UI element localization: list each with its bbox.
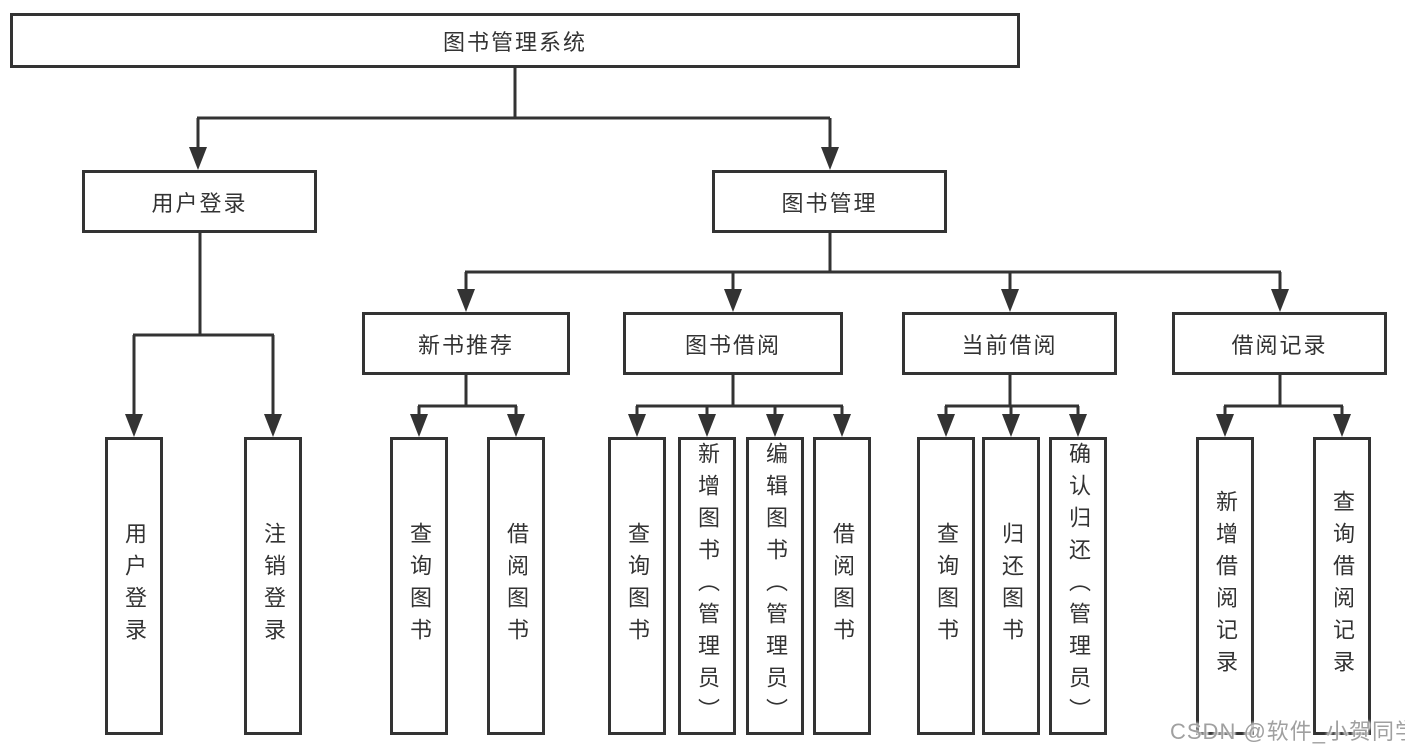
leaf-borrow-books-borrowing: 借阅图书 bbox=[813, 437, 871, 735]
node-label: 查询图书 bbox=[407, 522, 432, 650]
node-label: 查询图书 bbox=[625, 522, 650, 650]
leaf-query-books-current: 查询图书 bbox=[917, 437, 975, 735]
node-label: 查询借阅记录 bbox=[1330, 490, 1355, 682]
leaf-add-borrow-record: 新增借阅记录 bbox=[1196, 437, 1254, 735]
leaf-query-books-borrowing: 查询图书 bbox=[608, 437, 666, 735]
arrowheads bbox=[125, 147, 1351, 437]
node-book-borrowing: 图书借阅 bbox=[623, 312, 843, 375]
leaf-add-books-admin: 新增图书（管理员） bbox=[678, 437, 736, 735]
connector-current-borrowing-branch bbox=[944, 373, 1080, 419]
connector-root-branch bbox=[196, 66, 832, 152]
node-label: 借阅图书 bbox=[830, 522, 855, 650]
node-label: 借阅记录 bbox=[1231, 332, 1328, 358]
node-borrowing-records: 借阅记录 bbox=[1172, 312, 1387, 375]
connector-book-management-branch bbox=[464, 231, 1282, 294]
leaf-edit-books-admin: 编辑图书（管理员） bbox=[746, 437, 804, 735]
node-label: 图书借阅 bbox=[684, 332, 781, 358]
node-label: 当前借阅 bbox=[961, 332, 1058, 358]
leaf-borrow-books-recommend: 借阅图书 bbox=[487, 437, 545, 735]
leaf-query-books-recommend: 查询图书 bbox=[390, 437, 448, 735]
connector-book-borrowing-branch bbox=[635, 373, 844, 419]
node-current-borrowing: 当前借阅 bbox=[902, 312, 1117, 375]
csdn-watermark: CSDN @软件_小贺同学 bbox=[1170, 719, 1405, 744]
leaf-return-books: 归还图书 bbox=[982, 437, 1040, 735]
node-label: 归还图书 bbox=[999, 522, 1024, 650]
node-label: 借阅图书 bbox=[504, 522, 529, 650]
node-label: 新书推荐 bbox=[417, 332, 514, 358]
leaf-confirm-return-admin: 确认归还（管理员） bbox=[1049, 437, 1107, 735]
node-label: 图书管理 bbox=[781, 190, 878, 216]
connector-user-login-branch bbox=[132, 231, 275, 419]
node-label: 查询图书 bbox=[934, 522, 959, 650]
node-label: 用户登录 bbox=[122, 522, 147, 650]
node-book-management: 图书管理 bbox=[712, 170, 947, 233]
leaf-logout: 注销登录 bbox=[244, 437, 302, 735]
connector-new-book-recommendation-branch bbox=[417, 373, 518, 419]
node-label: 图书管理系统 bbox=[442, 29, 587, 55]
node-book-management-system: 图书管理系统 bbox=[10, 13, 1020, 68]
node-label: 编辑图书（管理员） bbox=[763, 442, 788, 730]
node-label: 新增图书（管理员） bbox=[695, 442, 720, 730]
node-new-book-recommendation: 新书推荐 bbox=[362, 312, 570, 375]
leaf-user-login: 用户登录 bbox=[105, 437, 163, 735]
leaf-query-borrow-record: 查询借阅记录 bbox=[1313, 437, 1371, 735]
node-label: 用户登录 bbox=[151, 190, 248, 216]
connector-borrowing-records-branch bbox=[1223, 373, 1344, 419]
node-label: 注销登录 bbox=[261, 522, 286, 650]
node-user-login: 用户登录 bbox=[82, 170, 317, 233]
node-label: 新增借阅记录 bbox=[1213, 490, 1238, 682]
node-label: 确认归还（管理员） bbox=[1066, 442, 1091, 730]
